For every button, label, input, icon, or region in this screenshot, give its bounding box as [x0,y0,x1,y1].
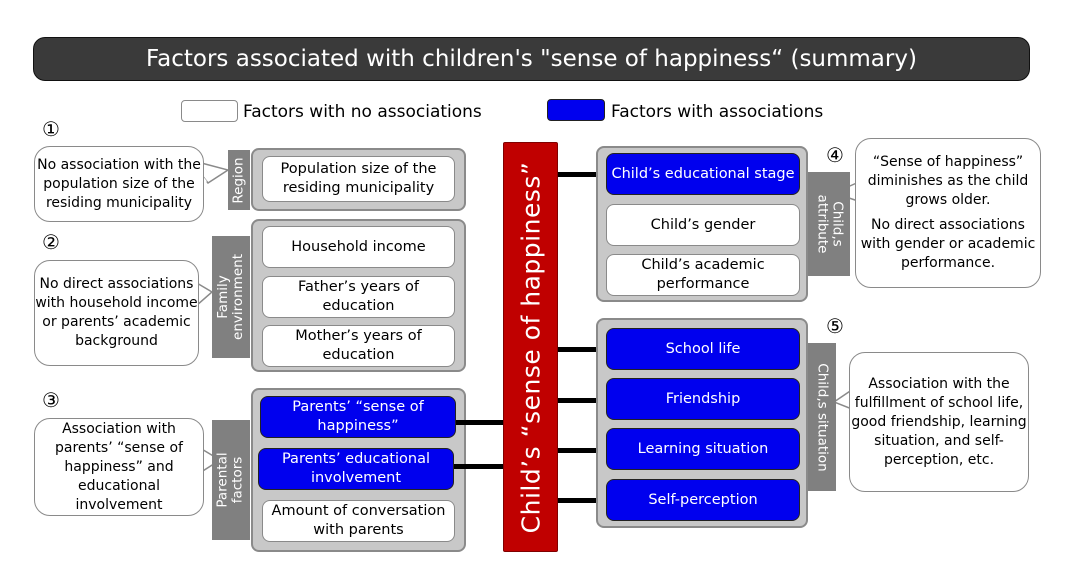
factor-conversation-amount: Amount of conversation with parents [262,500,455,542]
legend-label-association: Factors with associations [611,102,824,122]
legend-label-no-association: Factors with no associations [243,102,482,122]
group-number-5: ⑤ [826,314,844,338]
connector-parents-happiness [456,420,503,425]
note-bubble-3: Association with parents’ “sense of happ… [34,418,204,516]
page-title: Factors associated with children's "sens… [33,37,1030,81]
connector-self-perception [558,498,606,503]
connector-friendship [558,398,606,403]
category-label-child-situation: Child‚s situation [808,343,836,491]
central-outcome-label: Child’s “sense of happiness” [516,161,545,533]
note-text-5: Association with the fulfillment of scho… [851,375,1027,468]
factor-self-perception: Self-perception [606,479,800,521]
category-text-family-environment: Family environment [215,254,247,340]
group-number-4: ④ [826,143,844,167]
note-bubble-2: No direct associations with household in… [34,260,199,366]
factor-father-education: Father’s years of education [262,276,455,318]
factor-parents-happiness: Parents’ “sense of happiness” [260,396,456,438]
connector-educational-stage [558,172,606,177]
connector-parents-involvement [454,464,503,469]
group-number-2: ② [42,230,60,254]
factor-child-gender: Child’s gender [606,204,800,246]
category-label-child-attribute: Child‚s attribute [808,172,850,276]
connector-school-life [558,347,606,352]
category-label-parental-factors: Parental factors [212,420,250,540]
connector-learning-situation [558,448,606,453]
note-bubble-5: Association with the fulfillment of scho… [849,352,1029,492]
legend-swatch-association [547,99,605,121]
category-label-family-environment: Family environment [212,236,250,358]
factor-educational-stage: Child’s educational stage [606,153,800,195]
category-text-region: Region [230,156,247,204]
note-text-4b: No direct associations with gender or ac… [860,217,1036,271]
factor-academic-performance: Child’s academic performance [606,254,800,296]
factor-parents-involvement: Parents’ educational involvement [258,448,454,490]
factor-mother-education: Mother’s years of education [262,325,455,367]
note-bubble-4: “Sense of happiness” diminishes as the c… [855,138,1041,288]
category-text-child-attribute: Child‚s attribute [814,194,846,254]
factor-friendship: Friendship [606,378,800,420]
category-label-region: Region [228,150,250,210]
group-number-1: ① [42,117,60,141]
central-outcome: Child’s “sense of happiness” [503,142,558,552]
factor-learning-situation: Learning situation [606,428,800,470]
note-text-2: No direct associations with household in… [35,276,198,349]
note-text-1: No association with the population size … [37,156,201,211]
category-text-child-situation: Child‚s situation [814,362,831,472]
group-number-3: ③ [42,388,60,412]
note-bubble-1: No association with the population size … [34,146,204,222]
legend-swatch-no-association [181,100,238,122]
factor-household-income: Household income [262,226,455,268]
note-text-3: Association with parents’ “sense of happ… [55,420,183,513]
note-text-4a: “Sense of happiness” diminishes as the c… [867,154,1029,208]
factor-school-life: School life [606,328,800,370]
category-text-parental-factors: Parental factors [215,452,246,508]
factor-population-size: Population size of the residing municipa… [262,156,455,202]
